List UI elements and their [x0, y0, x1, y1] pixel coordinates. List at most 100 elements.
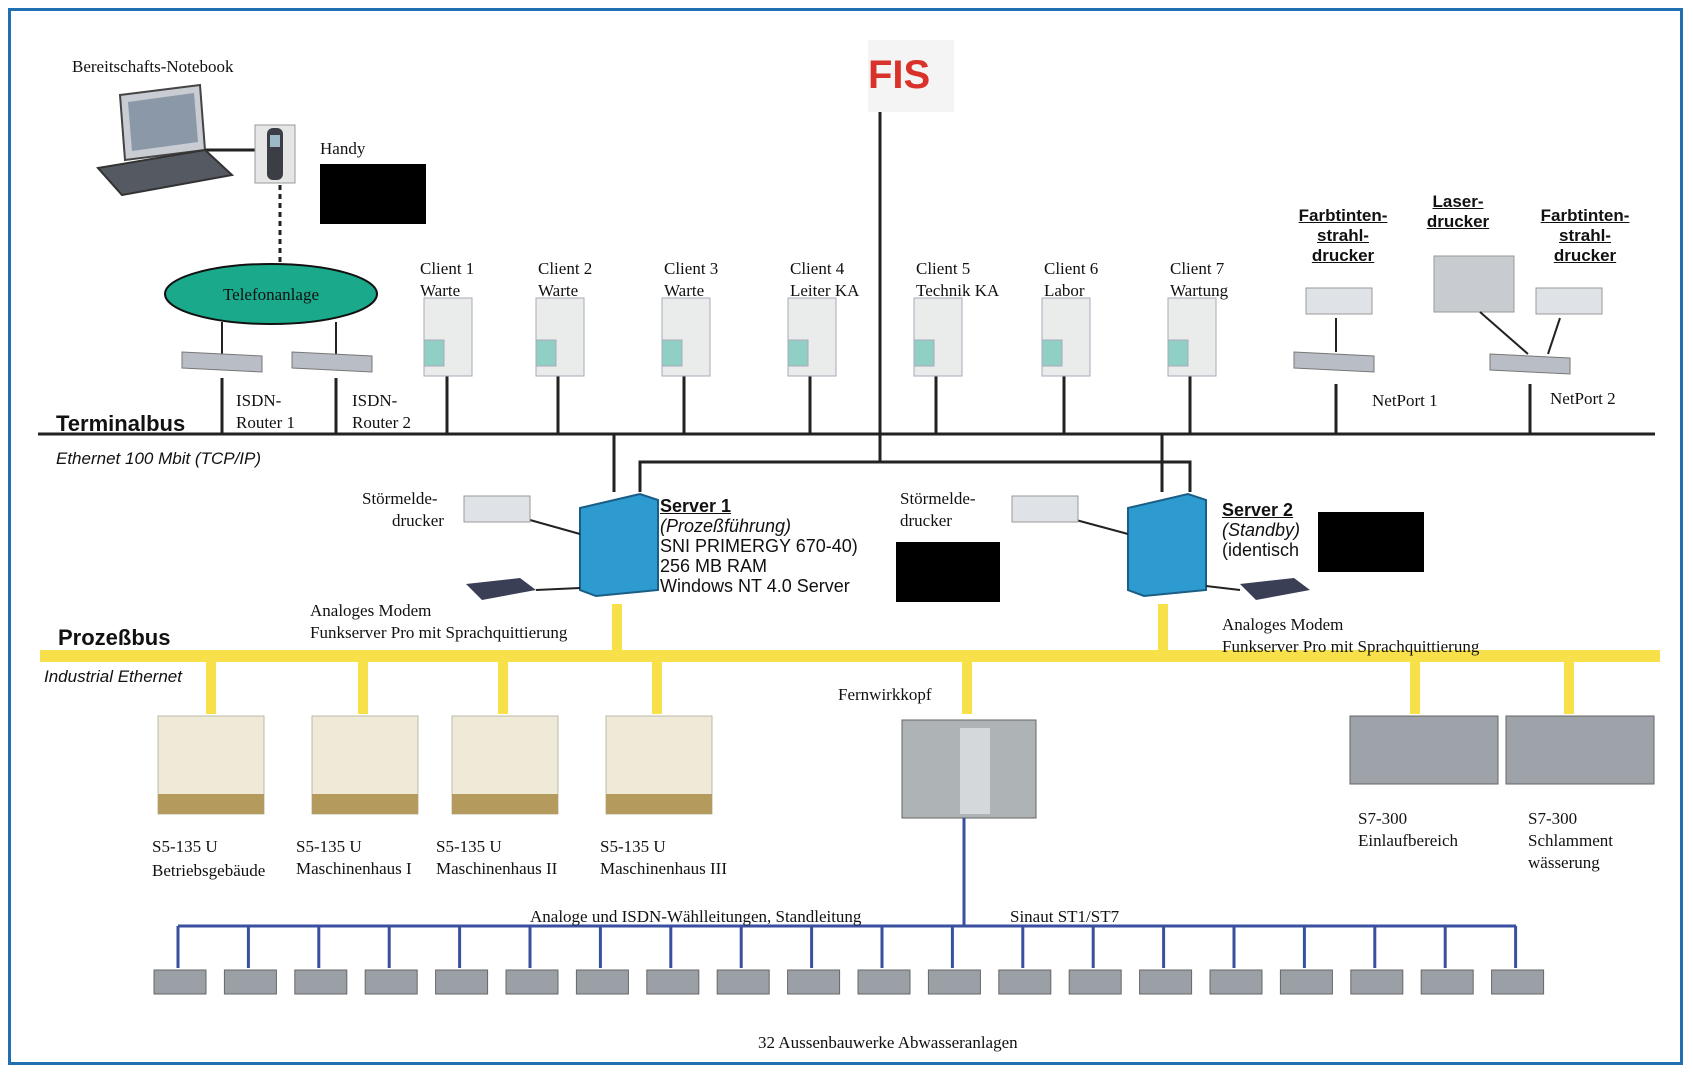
s5-plc-icons — [157, 715, 713, 815]
isdn-router2-label-2: Router 2 — [352, 413, 412, 432]
client6-label-1: Client 6 — [1044, 259, 1099, 278]
plc3-label-2: Maschinenhaus II — [436, 859, 558, 878]
field-unit-icon — [1420, 969, 1474, 995]
server2-note: (identisch — [1222, 540, 1300, 560]
client5-label-1: Client 5 — [916, 259, 971, 278]
prozessbus-line — [40, 650, 1660, 662]
s7-plc-icons — [1349, 715, 1655, 785]
field-unit-icon — [575, 969, 629, 995]
notebook-icon — [96, 83, 235, 197]
isdn-router1-label-2: Router 1 — [236, 413, 296, 432]
isdn-router-icons — [181, 351, 1571, 375]
client7-label-2: Wartung — [1170, 281, 1229, 300]
stoerdrucker1-label-2: drucker — [392, 511, 444, 530]
field-unit-icon — [505, 969, 559, 995]
field-unit-icon — [1139, 969, 1193, 995]
diagram-frame — [8, 8, 1683, 1065]
server2-role: (Standby) — [1222, 520, 1301, 540]
field-unit-icon — [1209, 969, 1263, 995]
field-unit-icon — [435, 969, 489, 995]
field-unit-icon — [927, 969, 981, 995]
client6-label-2: Labor — [1044, 281, 1085, 300]
field-unit-icon — [1350, 969, 1404, 995]
server1-ram: 256 MB RAM — [660, 556, 768, 576]
plc4-label-1: S5-135 U — [600, 837, 666, 856]
client3-label-1: Client 3 — [664, 259, 719, 278]
field-unit-icon — [1068, 969, 1122, 995]
field-unit-icon — [716, 969, 770, 995]
prozessbus-drops — [206, 604, 1574, 714]
redaction-block — [320, 164, 426, 224]
client2-label-2: Warte — [538, 281, 579, 300]
client1-label-2: Warte — [420, 281, 461, 300]
farbdrucker2-line3: drucker — [1553, 246, 1617, 265]
plc2-label-2: Maschinenhaus I — [296, 859, 412, 878]
telefonanlage-shape — [164, 263, 378, 325]
isdn-router1-label-1: ISDN- — [236, 391, 282, 410]
client7-label-1: Client 7 — [1170, 259, 1225, 278]
farbdrucker1-line3: drucker — [1311, 246, 1375, 265]
printer-links — [1335, 311, 1561, 355]
s7-2-label-3: wässerung — [1528, 853, 1600, 872]
logo-text: FIS — [868, 53, 930, 97]
printer-icons — [1305, 255, 1603, 315]
netport2-label: NetPort 2 — [1550, 389, 1616, 408]
server1-text: Server 1 (Prozeßführung) SNI PRIMERGY 67… — [660, 496, 858, 596]
plc4-label-2: Maschinenhaus III — [600, 859, 727, 878]
client1-label-1: Client 1 — [420, 259, 475, 278]
server-link-line — [638, 460, 1192, 492]
field-unit-icon — [1279, 969, 1333, 995]
field-unit-icon — [646, 969, 700, 995]
client4-label-2: Leiter KA — [790, 281, 860, 300]
stoerdrucker2-label-2: drucker — [900, 511, 952, 530]
modem1-label-2: Funkserver Pro mit Sprachquittierung — [310, 623, 568, 642]
farbdrucker1-line2: strahl- — [1317, 226, 1369, 245]
fernwirkkopf-label: Fernwirkkopf — [838, 685, 932, 704]
server1-title: Server 1 — [660, 496, 732, 516]
field-unit-icon — [1491, 969, 1545, 995]
aussenbauwerke-label: 32 Aussenbauwerke Abwasseranlagen — [758, 1033, 1018, 1052]
s7-1-label-1: S7-300 — [1358, 809, 1408, 828]
modem1-label-1: Analoges Modem — [310, 601, 432, 620]
handy-icon — [254, 124, 296, 184]
client2-label-1: Client 2 — [538, 259, 593, 278]
farbdrucker2-line1: Farbtinten- — [1540, 206, 1630, 225]
sinaut-label: Sinaut ST1/ST7 — [1010, 907, 1120, 926]
server1-role: (Prozeßführung) — [660, 516, 792, 536]
plc1-label-2: Betriebsgebäude — [152, 861, 266, 880]
redaction-block — [896, 542, 1000, 602]
laserdrucker-label: Laser- drucker — [1408, 192, 1508, 232]
field-unit-icon — [857, 969, 911, 995]
field-unit-icon — [153, 969, 207, 995]
field-unit-icon — [998, 969, 1052, 995]
farbdrucker1-label: Farbtinten- strahl- drucker — [1288, 206, 1398, 266]
modem2-label-1: Analoges Modem — [1222, 615, 1344, 634]
s7-1-label-2: Einlaufbereich — [1358, 831, 1459, 850]
analoge-label: Analoge und ISDN-Wählleitungen, Standlei… — [530, 907, 862, 926]
farbdrucker2-line2: strahl- — [1559, 226, 1611, 245]
fis-logo: FIS — [868, 40, 954, 112]
stoerdrucker2-label-1: Störmelde- — [900, 489, 976, 508]
ethernet-label: Ethernet 100 Mbit (TCP/IP) — [56, 449, 262, 468]
client-drops — [220, 376, 1532, 434]
plc3-label-1: S5-135 U — [436, 837, 502, 856]
farbdrucker1-line1: Farbtinten- — [1298, 206, 1388, 225]
client5-label-2: Technik KA — [916, 281, 1000, 300]
isdn-router2-label-1: ISDN- — [352, 391, 398, 410]
field-unit-icon — [223, 969, 277, 995]
fernwirkkopf-icon — [901, 719, 1037, 819]
field-drops — [176, 926, 1518, 968]
plc2-label-1: S5-135 U — [296, 837, 362, 856]
laserdrucker-line1: Laser- — [1432, 192, 1484, 211]
peripheral-icons — [463, 495, 1310, 600]
s7-2-label-2: Schlamment — [1528, 831, 1613, 850]
server-icons — [579, 492, 1207, 598]
plc1-label-1: S5-135 U — [152, 837, 218, 856]
client4-label-1: Client 4 — [790, 259, 845, 278]
modem2-label-2: Funkserver Pro mit Sprachquittierung — [1222, 637, 1480, 656]
server1-model: SNI PRIMERGY 670-40) — [660, 536, 858, 556]
laserdrucker-line2: drucker — [1426, 212, 1490, 231]
handy-label: Handy — [320, 139, 366, 158]
